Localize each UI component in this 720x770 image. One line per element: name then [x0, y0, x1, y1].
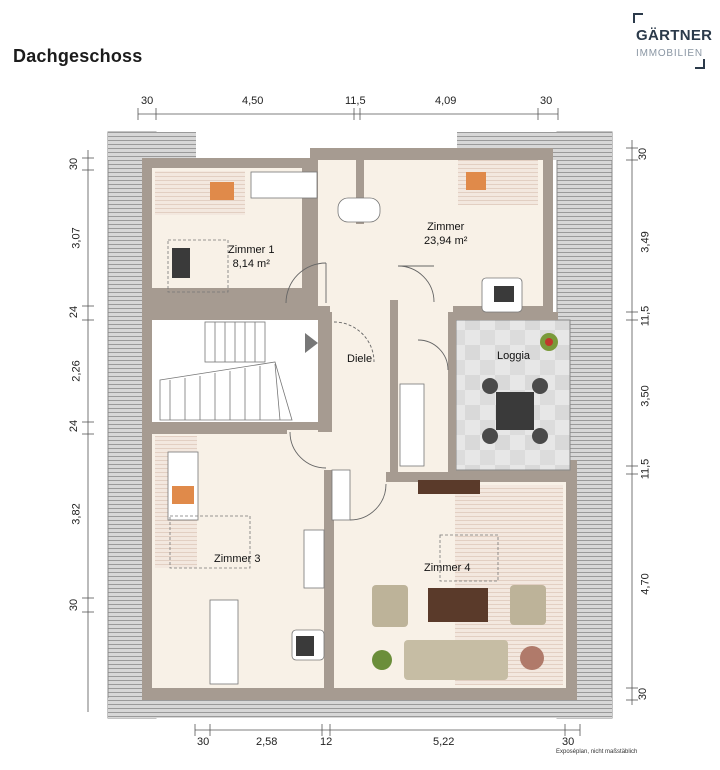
dim-top-5: 30 [540, 95, 553, 107]
wall-stair-bottom [142, 422, 287, 434]
wall-loggia-left [448, 312, 456, 476]
dim-bottom-4: 5,22 [433, 736, 455, 748]
bed-zimmer2 [466, 172, 486, 190]
floor-stair [152, 320, 320, 422]
logo-corner-bottom [695, 59, 705, 69]
wall-stair-right [318, 312, 332, 432]
wall-z3-right [324, 470, 334, 690]
dim-right-1: 30 [637, 147, 650, 161]
loggia-dining-set [482, 333, 558, 444]
wall-hall-left [390, 300, 398, 472]
footnote: Exposéplan, nicht maßstäblich [556, 749, 638, 755]
dim-right-5: 11,5 [639, 458, 652, 480]
dim-bottom-2: 2,58 [256, 736, 278, 748]
room-zimmer1-area: 8,14 m² [232, 257, 270, 270]
bed-zimmer1 [210, 182, 234, 200]
room-zimmer4: Zimmer 4 [424, 562, 471, 574]
wall-z1-bottom [142, 306, 322, 320]
furniture [167, 171, 523, 685]
dim-top-4: 4,09 [435, 95, 457, 107]
room-zimmer1-name: Zimmer 1 [228, 244, 275, 256]
dim-right-2: 3,49 [639, 231, 652, 253]
dim-left-1: 30 [68, 157, 81, 171]
dim-left-2: 3,07 [70, 227, 83, 249]
dim-right-4: 3,50 [639, 385, 652, 407]
dim-left-5: 24 [68, 419, 81, 433]
room-zimmer3: Zimmer 3 [214, 553, 261, 565]
dim-bottom-5: 30 [562, 736, 575, 748]
bed-zimmer3 [172, 486, 194, 504]
dim-right-6: 4,70 [639, 573, 652, 595]
logo-name: GÄRTNER [636, 27, 713, 44]
desk-zimmer1 [172, 248, 190, 278]
doors [285, 262, 449, 521]
stair-arrow-icon [305, 333, 318, 353]
dim-left-7: 30 [68, 598, 81, 612]
roof-bottom [108, 698, 612, 718]
dim-top-3: 11,5 [345, 95, 366, 107]
wall-z4-top [386, 472, 456, 482]
dim-left-6: 3,82 [70, 503, 83, 525]
dim-right-3: 11,5 [639, 305, 652, 327]
dim-bottom-3: 12 [320, 736, 333, 748]
wall-loggia-top [448, 312, 558, 320]
room-loggia: Loggia [497, 350, 531, 362]
logo-subtitle: IMMOBILIEN [636, 48, 703, 59]
room-diele: Diele [347, 353, 373, 365]
room-zimmer2-name: Zimmer [427, 221, 465, 233]
room-zimmer2-area: 23,94 m² [424, 234, 468, 247]
staircase [159, 321, 293, 421]
page-title: Dachgeschoss [13, 46, 143, 66]
wall-z2-divider [356, 160, 364, 224]
dim-left-4: 2,26 [70, 360, 83, 382]
dim-top-2: 4,50 [242, 95, 264, 107]
desk-zimmer2 [494, 286, 514, 302]
dim-left-3: 24 [68, 305, 81, 319]
logo-corner-top [633, 13, 643, 23]
company-logo: GÄRTNER IMMOBILIEN [633, 13, 712, 69]
living-set [372, 480, 546, 680]
dim-top-1: 30 [141, 95, 154, 107]
desk-zimmer3 [296, 636, 314, 656]
dim-right-7: 30 [637, 687, 650, 701]
dimension-lines [82, 108, 638, 736]
dim-bottom-1: 30 [197, 736, 210, 748]
roof-top-left [108, 132, 196, 160]
room-zimmer1: Zimmer 1 8,14 m² [228, 244, 274, 272]
room-zimmer2: Zimmer 23,94 m² [424, 221, 467, 249]
